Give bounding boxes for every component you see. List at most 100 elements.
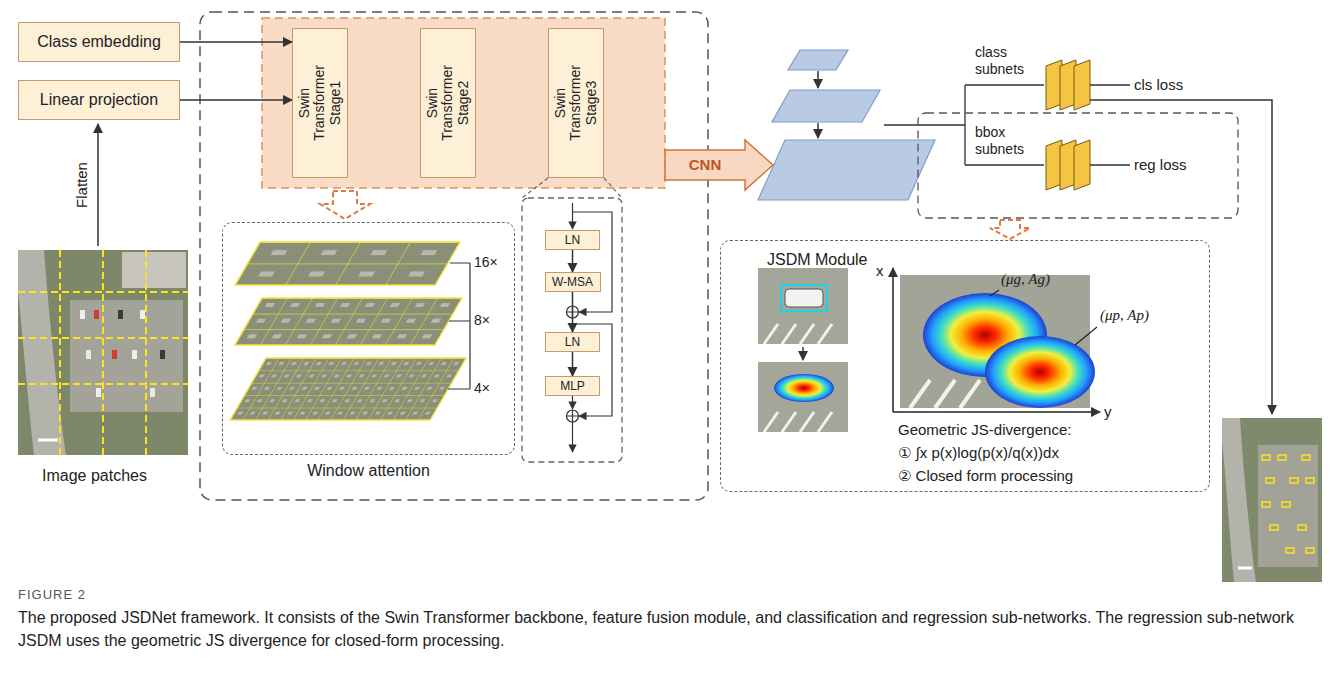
photo-marking [1238,567,1252,570]
pyramid-level [788,50,848,70]
arrow-label: Flatten [73,162,91,208]
cnn-arrow-body [665,140,773,190]
parking-stripes [764,324,832,344]
input-arrow [572,203,573,229]
photo-car [118,310,123,319]
bounding-box [781,285,827,311]
photo-car [94,310,99,319]
photo-road [1222,418,1256,582]
backbone-frame [200,12,708,500]
transform-arrow [802,347,804,360]
aerial-photo [18,250,188,455]
parking-stripes [910,380,980,408]
zoom-arrow [320,191,370,219]
head-branch [884,85,1044,165]
axis [892,268,894,412]
subnet-layer [1074,60,1090,110]
box-label: Linear projection [40,90,158,109]
photo-car [160,350,165,359]
flatten-arrow [97,124,99,246]
feature-map-plane [230,358,466,420]
figure-caption: The proposed JSDNet framework. It consis… [18,606,1313,652]
photo-road [18,250,66,455]
regression-frame [918,113,1238,218]
detection-box [1306,548,1314,553]
photo-car [132,350,137,359]
patch-grid [18,250,188,455]
input-box: Class embedding [18,22,180,62]
result-photo [1222,418,1322,582]
box-label: MLP [560,379,585,393]
block-frame [522,198,622,462]
scale-bracket [448,263,470,389]
detection-box [1286,548,1294,553]
panel-title: Window attention [223,461,514,480]
stage-name: Swin Transformer Stage2 [425,57,471,149]
pyramid-level [772,90,880,122]
detection-box [1262,455,1270,460]
scale-label: 8× [474,312,490,329]
box-label: LN [565,233,580,247]
figure-number: FIGURE 2 [18,587,86,603]
detection-box [1306,478,1314,483]
photo-car [96,388,101,397]
stage-name: Swin Transformer Stage1 [297,57,343,149]
patch-line [102,250,104,455]
zoom-line [604,178,622,198]
detection-box [1262,502,1270,507]
patch-line [18,291,188,293]
box-label: W-MSA [552,275,593,289]
flow-arrow [572,292,574,332]
layer-box: W-MSA [545,272,601,292]
output-arrow [1090,100,1272,414]
distribution-label: (μg, Ag) [1001,270,1050,288]
branch-label: bbox subnets [975,124,1037,158]
loss-label: cls loss [1134,76,1183,94]
stage-band [262,18,665,188]
photo-lot [70,300,183,412]
input-box: Linear projection [18,80,180,120]
residual-line [573,212,613,312]
detection-box [1278,455,1286,460]
branch-label: class subnets [975,44,1037,78]
feature-map-plane [235,298,462,345]
gaussian-pred [985,336,1095,408]
leader-line [990,290,999,296]
car-shape [785,289,823,307]
photo-lot [1258,445,1318,567]
loss-line [1090,85,1130,165]
flow-arrow [180,41,292,43]
stage-box: Swin Transformer Stage3 [548,28,604,178]
add-symbol-cross [567,410,579,422]
pyramid-level [758,140,935,200]
patch-line [145,250,147,455]
feature-map [235,298,462,345]
layer-box: LN [545,332,600,352]
axis-label: x [876,262,884,280]
detections [1262,455,1314,553]
photo-car [140,310,145,319]
feature-map [235,242,460,285]
window-panel: Window attention [222,222,515,455]
stage-box: Swin Transformer Stage2 [420,28,476,178]
image-caption: Image patches [42,466,147,485]
car-photo [758,362,848,432]
output-arrow [572,422,573,452]
box-label: Class embedding [37,32,161,51]
box-label: LN [565,335,580,349]
photo-building [122,252,186,288]
pyramid-arrow [817,123,819,138]
panel-title: JSDM Module [767,250,867,269]
loss-label: reg loss [1134,156,1187,174]
photo-ground [18,250,188,455]
stage-box: Swin Transformer Stage1 [292,28,348,178]
detection-box [1282,502,1290,507]
feature-map-plane [235,242,460,285]
detection-box [1270,525,1278,530]
flow-arrow [572,250,574,272]
distribution-label: (μp, Ap) [1100,306,1149,324]
patch-line [18,337,188,339]
